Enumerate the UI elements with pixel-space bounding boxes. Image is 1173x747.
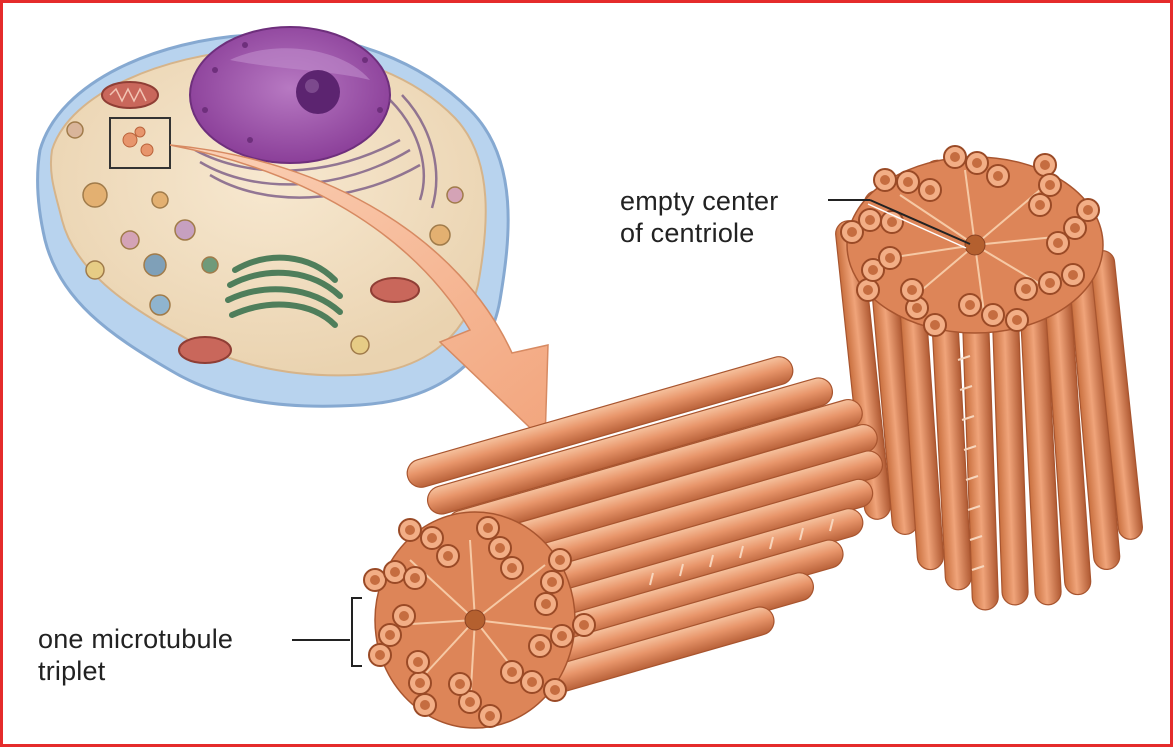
label-empty-center-line2: of centriole	[620, 217, 830, 249]
label-empty-center: empty center of centriole	[620, 185, 830, 249]
animal-cell-illustration	[38, 27, 509, 406]
label-triplet-line2: triplet	[38, 655, 288, 687]
label-empty-center-line1: empty center	[620, 185, 830, 217]
centriole-upright	[834, 146, 1143, 610]
centriole-horizontal	[364, 353, 886, 728]
label-triplet-line1: one microtubule	[38, 623, 288, 655]
leader-triplet	[292, 598, 362, 666]
label-microtubule-triplet: one microtubule triplet	[38, 623, 288, 687]
